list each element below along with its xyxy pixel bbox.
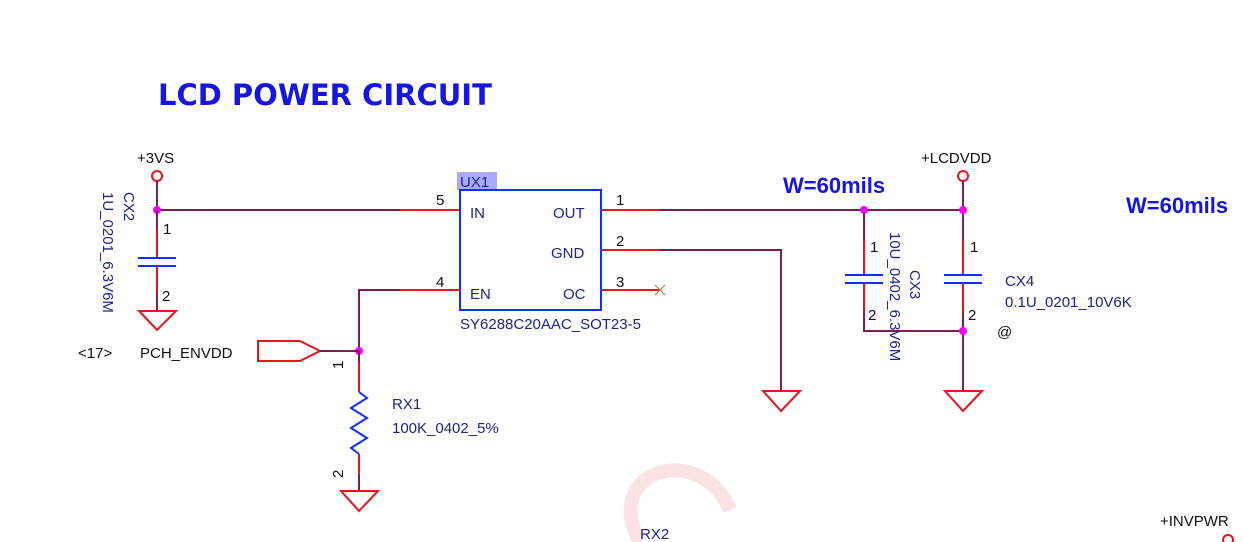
- cx4-note: @: [997, 324, 1012, 341]
- cx4-refdes: CX4: [1005, 273, 1034, 290]
- ground-icon: [338, 490, 381, 513]
- svg-text:5: 5: [436, 192, 444, 209]
- junction: [959, 327, 967, 335]
- net-label-invpwr: +INVPWR: [1160, 513, 1229, 530]
- svg-text:2: 2: [330, 470, 347, 478]
- ic-ux1[interactable]: UX1 IN OUT GND EN OC SY6288C20AAC_SOT23-…: [436, 172, 641, 333]
- width-note: W=60mils: [1126, 193, 1228, 218]
- rx1-refdes: RX1: [392, 396, 421, 413]
- svg-text:2: 2: [616, 233, 624, 250]
- power-port-lcdvdd: [957, 170, 969, 182]
- rx2-refdes: RX2: [640, 526, 669, 542]
- cx2-value: 1U_0201_6.3V6M: [99, 192, 116, 313]
- svg-text:2: 2: [162, 288, 170, 305]
- port-net-label: PCH_ENVDD: [140, 345, 233, 362]
- offpage-port-icon[interactable]: [257, 340, 323, 362]
- capacitor-cx4[interactable]: 1 2 CX4 0.1U_0201_10V6K @: [942, 210, 1132, 413]
- port-page-ref: <17>: [78, 345, 112, 362]
- cx2-refdes: CX2: [120, 192, 137, 221]
- page-title: LCD POWER CIRCUIT: [158, 78, 492, 112]
- ux1-part: SY6288C20AAC_SOT23-5: [460, 316, 641, 333]
- svg-text:1: 1: [330, 361, 347, 369]
- junction: [959, 206, 967, 214]
- watermark: [623, 463, 737, 542]
- cx4-value: 0.1U_0201_10V6K: [1005, 294, 1132, 311]
- capacitor-cx2[interactable]: 1 2 CX2 1U_0201_6.3V6M: [99, 192, 179, 332]
- capacitor-cx3[interactable]: 1 2 CX3 10U_0402_6.3V6M: [845, 210, 963, 361]
- power-port-invpwr: [1222, 534, 1234, 542]
- svg-text:1: 1: [970, 239, 978, 256]
- svg-text:2: 2: [968, 307, 976, 324]
- no-connect-icon: [654, 284, 666, 296]
- svg-text:3: 3: [616, 274, 624, 291]
- svg-text:1: 1: [616, 192, 624, 209]
- ground-icon: [760, 390, 803, 413]
- rx1-value: 100K_0402_5%: [392, 420, 499, 437]
- width-note: W=60mils: [783, 173, 885, 198]
- net-label-3vs: +3VS: [137, 150, 174, 167]
- svg-text:OC: OC: [563, 286, 586, 303]
- svg-text:GND: GND: [551, 245, 585, 262]
- wire-en: [358, 289, 400, 351]
- power-port-3vs: [151, 170, 163, 182]
- ground-icon: [136, 310, 179, 332]
- resistor-rx1[interactable]: 1 2 RX1 100K_0402_5%: [330, 351, 499, 513]
- svg-text:1: 1: [163, 221, 171, 238]
- svg-text:2: 2: [868, 307, 876, 324]
- cx3-value: 10U_0402_6.3V6M: [886, 232, 903, 361]
- wire-gnd: [660, 249, 782, 390]
- svg-text:1: 1: [870, 239, 878, 256]
- junction: [860, 206, 868, 214]
- svg-text:4: 4: [436, 274, 444, 291]
- ux1-refdes: UX1: [460, 174, 489, 191]
- svg-text:IN: IN: [470, 205, 485, 222]
- net-label-lcdvdd: +LCDVDD: [921, 150, 992, 167]
- cx3-refdes: CX3: [906, 270, 923, 299]
- ground-icon: [942, 390, 985, 413]
- svg-text:EN: EN: [470, 286, 491, 303]
- svg-text:OUT: OUT: [553, 205, 585, 222]
